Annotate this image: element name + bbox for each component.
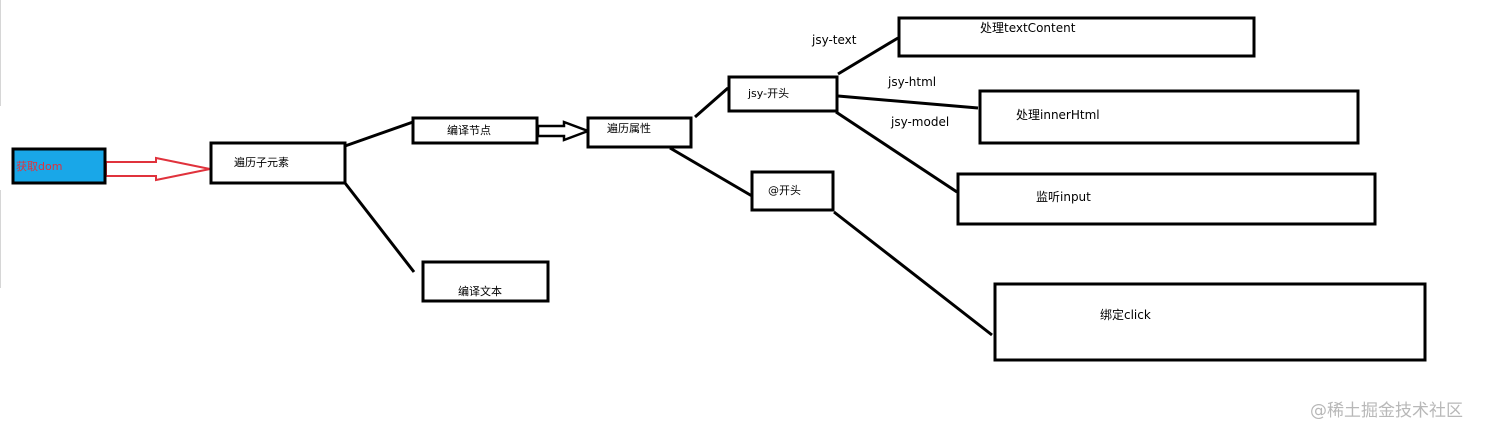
edge-jsy-html [837,94,979,110]
node-listen-input-label: 监听input [1036,190,1091,204]
node-traverse-attrs: 遍历属性 [586,116,693,149]
node-compile-text-label: 编译文本 [458,284,502,298]
node-handle-textcontent: 处理textContent [897,16,1256,58]
node-jsy-prefix-label: jsy-开头 [747,87,789,100]
edge-jsy-text [837,36,899,76]
watermark: @稀土掘金技术社区 [1310,401,1463,421]
node-listen-input: 监听input [956,172,1377,226]
hollow-arrow-black [536,120,592,142]
node-handle-innerhtml: 处理innerHtml [978,89,1360,145]
node-compile-node: 编译节点 [411,116,539,145]
edge-traverse-to-compile-text [343,182,416,273]
node-bind-click-label: 绑定click [1100,307,1151,322]
node-traverse-attrs-label: 遍历属性 [607,121,651,135]
edge-label-jsy-model: jsy-model [890,115,949,129]
node-traverse-children-label: 遍历子元素 [234,156,289,169]
node-compile-text: 编译文本 [421,260,550,303]
node-traverse-children: 遍历子元素 [209,141,347,185]
node-at-prefix: @开头 [750,170,835,212]
edge-attrs-to-jsy [694,86,729,119]
edge-traverse-to-compile-node [344,120,414,148]
edge-jsy-model [835,110,958,194]
node-jsy-prefix: jsy-开头 [727,75,839,113]
edge-label-jsy-html: jsy-html [887,75,936,89]
node-get-dom-label: 获取dom [16,160,62,173]
edge-attrs-to-at [669,146,753,198]
node-handle-textcontent-label: 处理textContent [980,21,1076,35]
node-at-prefix-label: @开头 [768,184,801,197]
node-get-dom: 获取dom [11,147,107,185]
edge-at-click [833,210,993,337]
node-bind-click: 绑定click [993,282,1427,362]
node-compile-node-label: 编译节点 [447,123,491,137]
hollow-arrow-red [105,156,211,182]
edges [343,36,993,337]
node-handle-innerhtml-label: 处理innerHtml [1016,108,1100,122]
edge-label-jsy-text: jsy-text [811,33,857,47]
